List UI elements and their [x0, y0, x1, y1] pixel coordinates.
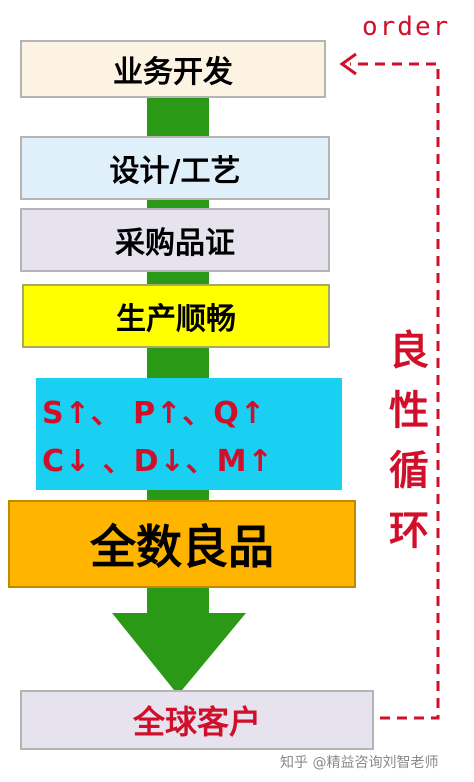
cycle-char-3: 循: [389, 448, 429, 494]
arrow-head: [112, 613, 246, 695]
global-customers-label: 全球客户: [132, 703, 261, 741]
metrics-line-1: S↑、 P↑、Q↑: [42, 396, 266, 431]
loop-arrowhead-icon: [339, 52, 357, 76]
production-label: 生产顺畅: [116, 302, 236, 337]
cycle-char-1: 良: [389, 328, 429, 374]
cycle-char-4: 环: [389, 508, 429, 554]
order-label: order: [362, 12, 451, 42]
procurement-label: 采购品证: [115, 226, 235, 261]
cycle-char-2: 性: [389, 388, 429, 434]
metrics-box: S↑、 P↑、Q↑ C↓ 、D↓、M↑: [36, 378, 342, 490]
metrics-line-2: C↓ 、D↓、M↑: [42, 444, 274, 479]
procurement-box: 采购品证: [20, 208, 330, 272]
business-development-box: 业务开发: [20, 40, 326, 98]
good-products-box: 全数良品: [8, 500, 356, 588]
production-box: 生产顺畅: [22, 284, 330, 348]
design-process-label: 设计/工艺: [109, 154, 241, 189]
watermark: 知乎 @精益咨询刘智老师: [280, 755, 439, 771]
global-customers-box: 全球客户: [20, 690, 374, 750]
feedback-loop: [350, 62, 440, 720]
business-development-label: 业务开发: [113, 55, 233, 90]
design-process-box: 设计/工艺: [20, 136, 330, 200]
good-products-label: 全数良品: [90, 520, 274, 574]
